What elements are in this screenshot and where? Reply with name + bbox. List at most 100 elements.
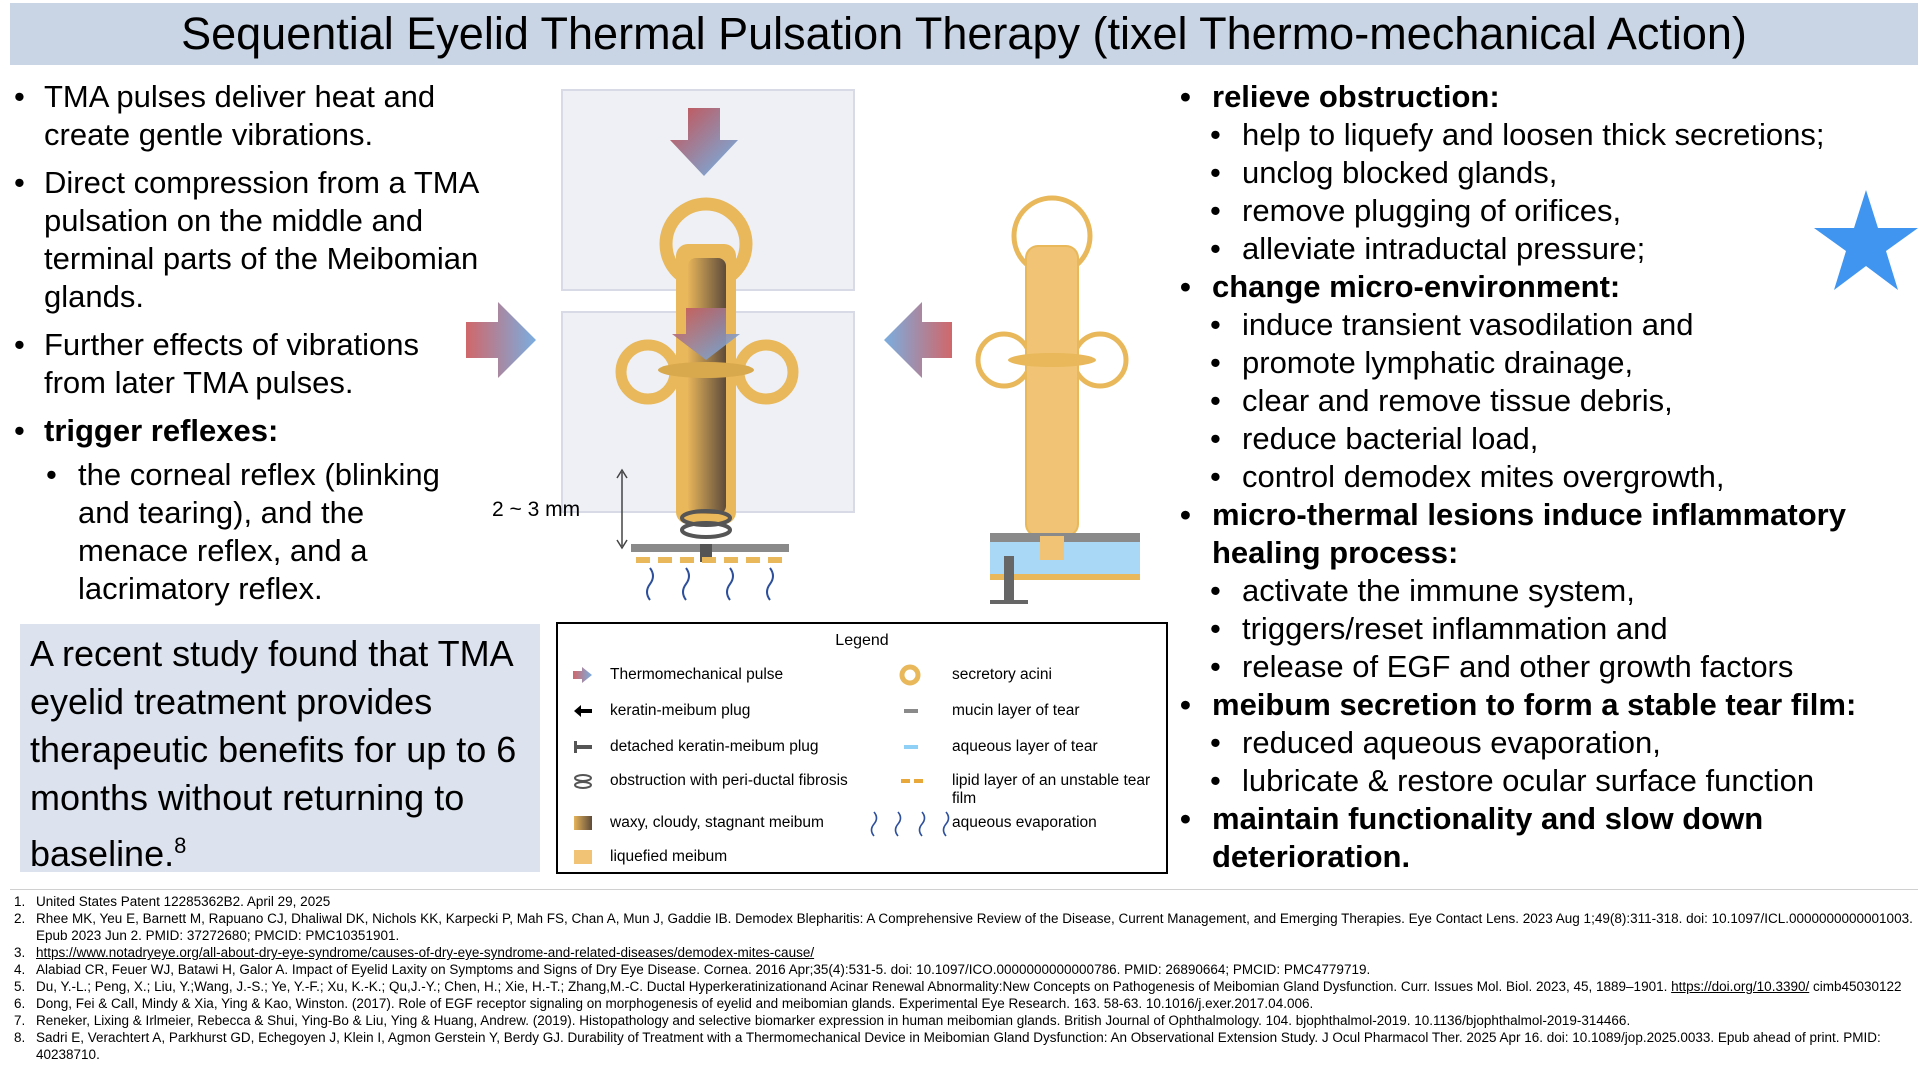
reference-text: Sadri E, Verachtert A, Parkhurst GD, Ech…	[36, 1030, 1881, 1062]
reference-item: 8. Sadri E, Verachtert A, Parkhurst GD, E…	[14, 1029, 1914, 1063]
legend-title: Legend	[835, 632, 889, 649]
section-item: reduced aqueous evaporation,	[1178, 724, 1918, 762]
left-bullet: Further effects of vibrations from later…	[10, 326, 480, 402]
reference-text: Dong, Fei & Call, Mindy & Xia, Ying & Ka…	[36, 996, 1314, 1011]
section-item: promote lymphatic drainage,	[1178, 344, 1918, 382]
reference-item: 2. Rhee MK, Yeu E, Barnett M, Rapuano CJ,…	[14, 910, 1914, 944]
reflexes-item: trigger reflexes: the corneal reflex (bl…	[10, 412, 480, 608]
aqueous-icon	[990, 542, 1140, 574]
reference-item: 1. United States Patent 12285362B2. April…	[14, 893, 1914, 910]
reference-item: 3. https://www.notadryeye.org/all-about-d…	[14, 944, 1914, 961]
section-heading: maintain functionality and slow down det…	[1178, 800, 1918, 876]
evaporation-icon	[766, 567, 774, 601]
stagnant-meibum-icon	[574, 816, 592, 830]
cleared-gland	[975, 195, 1140, 604]
section-item: remove plugging of orifices,	[1178, 192, 1918, 230]
legend-label: aqueous evaporation	[952, 814, 1097, 831]
distance-label: 2 ~ 3 mm	[492, 498, 581, 521]
mucin-icon	[990, 533, 1140, 542]
keratin-plug-icon	[574, 705, 592, 717]
evaporation-icon	[682, 567, 690, 601]
pulse-arrow-icon	[573, 667, 592, 683]
pulse-arrow-icon	[466, 302, 536, 378]
legend-label: waxy, cloudy, stagnant meibum	[610, 814, 824, 831]
section-heading: relieve obstruction:	[1178, 78, 1918, 116]
liquefied-meibum-icon	[1025, 245, 1079, 537]
reference-number: 1.	[14, 894, 26, 909]
legend-label: keratin-meibum plug	[610, 702, 751, 719]
reference-item: 7. Reneker, Lixing & Irlmeier, Rebecca & …	[14, 1012, 1914, 1029]
pulse-arrow-icon	[672, 308, 740, 360]
section-item: clear and remove tissue debris,	[1178, 382, 1918, 420]
left-column: TMA pulses deliver heat and create gentl…	[10, 78, 480, 618]
reference-number: 2.	[14, 911, 26, 926]
left-bullet-list: TMA pulses deliver heat and create gentl…	[10, 78, 480, 608]
section-item: control demodex mites overgrowth,	[1178, 458, 1918, 496]
gland-diagram-svg	[466, 89, 1140, 604]
keratin-plug-icon	[990, 556, 1028, 604]
pulse-arrow-icon	[670, 108, 738, 176]
left-bullet: Direct compression from a TMA pulsation …	[10, 164, 480, 316]
legend-label: lipid layer of an unstable tear film	[952, 772, 1151, 807]
reference-number: 7.	[14, 1013, 26, 1028]
lipid-icon	[990, 574, 1140, 580]
section-item: help to liquefy and loosen thick secreti…	[1178, 116, 1918, 154]
detached-plug-icon	[574, 741, 592, 753]
mucin-icon	[904, 709, 918, 713]
legend-label: secretory acini	[952, 666, 1052, 683]
fibrosis-icon	[680, 521, 732, 539]
reference-item: 5.Du, Y.-L.; Peng, X.; Liu, Y.;Wang, J.-…	[14, 978, 1914, 995]
gland-diagram	[440, 80, 1180, 620]
legend-label: mucin layer of tear	[952, 702, 1080, 719]
legend-label: obstruction with peri-ductal fibrosis	[610, 772, 848, 789]
evaporation-icon	[870, 811, 950, 837]
section-item: unclog blocked glands,	[1178, 154, 1918, 192]
legend-label: liquefied meibum	[610, 848, 728, 865]
reference-text: United States Patent 12285362B2. April 2…	[36, 894, 331, 909]
reference-number: 8.	[14, 1030, 26, 1045]
reference-item: 4.Alabiad CR, Feuer WJ, Batawi H, Galor …	[14, 961, 1914, 978]
pulse-arrow-icon	[884, 302, 952, 378]
study-ref: 8	[174, 833, 187, 858]
reference-number: 6.	[14, 996, 26, 1011]
legend-label: aqueous layer of tear	[952, 738, 1098, 755]
reference-text: cimb45030122	[1809, 979, 1902, 994]
section-item: activate the immune system,	[1178, 572, 1918, 610]
fibrosis-icon	[574, 774, 592, 789]
left-bullet: TMA pulses deliver heat and create gentl…	[10, 78, 480, 154]
reflexes-heading: trigger reflexes:	[44, 413, 279, 448]
study-text-block: A recent study found that TMA eyelid tre…	[20, 624, 540, 878]
title-bar: Sequential Eyelid Thermal Pulsation Ther…	[10, 3, 1918, 65]
reference-link[interactable]: https://www.notadryeye.org/all-about-dry…	[36, 945, 815, 960]
section-item: induce transient vasodilation and	[1178, 306, 1918, 344]
references: 1. United States Patent 12285362B2. April…	[14, 893, 1914, 1063]
lipid-icon	[901, 779, 923, 783]
study-text: A recent study found that TMA eyelid tre…	[30, 633, 517, 874]
reflexes-sublist: the corneal reflex (blinking and tearing…	[44, 456, 480, 608]
evaporation-icon	[726, 567, 734, 601]
acini-icon	[899, 664, 921, 686]
section-item: reduce bacterial load,	[1178, 420, 1918, 458]
reference-text: Alabiad CR, Feuer WJ, Batawi H, Galor A.…	[36, 962, 1371, 977]
liquefied-meibum-icon	[574, 850, 592, 864]
page-title: Sequential Eyelid Thermal Pulsation Ther…	[181, 8, 1747, 59]
reference-number: 5.	[14, 979, 26, 994]
right-column: relieve obstruction: help to liquefy and…	[1178, 78, 1918, 876]
stagnant-meibum-icon	[688, 258, 726, 514]
references-divider	[10, 889, 1918, 890]
section-item: triggers/reset inflammation and	[1178, 610, 1918, 648]
legend-label: detached keratin-meibum plug	[610, 738, 819, 755]
reference-number: 3.	[14, 945, 26, 960]
reference-link[interactable]: https://doi.org/10.3390/	[1671, 979, 1810, 994]
reflexes-subitem: the corneal reflex (blinking and tearing…	[44, 456, 480, 608]
aqueous-icon	[904, 745, 918, 749]
reference-text: Reneker, Lixing & Irlmeier, Rebecca & Sh…	[36, 1013, 1631, 1028]
reference-item: 6. Dong, Fei & Call, Mindy & Xia, Ying & …	[14, 995, 1914, 1012]
reference-text: Rhee MK, Yeu E, Barnett M, Rapuano CJ, D…	[36, 911, 1913, 943]
section-heading: micro-thermal lesions induce inflammator…	[1178, 496, 1918, 572]
legend: Legend Thermomechanical pulse keratin-me…	[556, 622, 1168, 874]
section-heading: meibum secretion to form a stable tear f…	[1178, 686, 1918, 724]
section-item: alleviate intraductal pressure;	[1178, 230, 1918, 268]
star-icon	[1814, 190, 1918, 290]
section-item: lubricate & restore ocular surface funct…	[1178, 762, 1918, 800]
